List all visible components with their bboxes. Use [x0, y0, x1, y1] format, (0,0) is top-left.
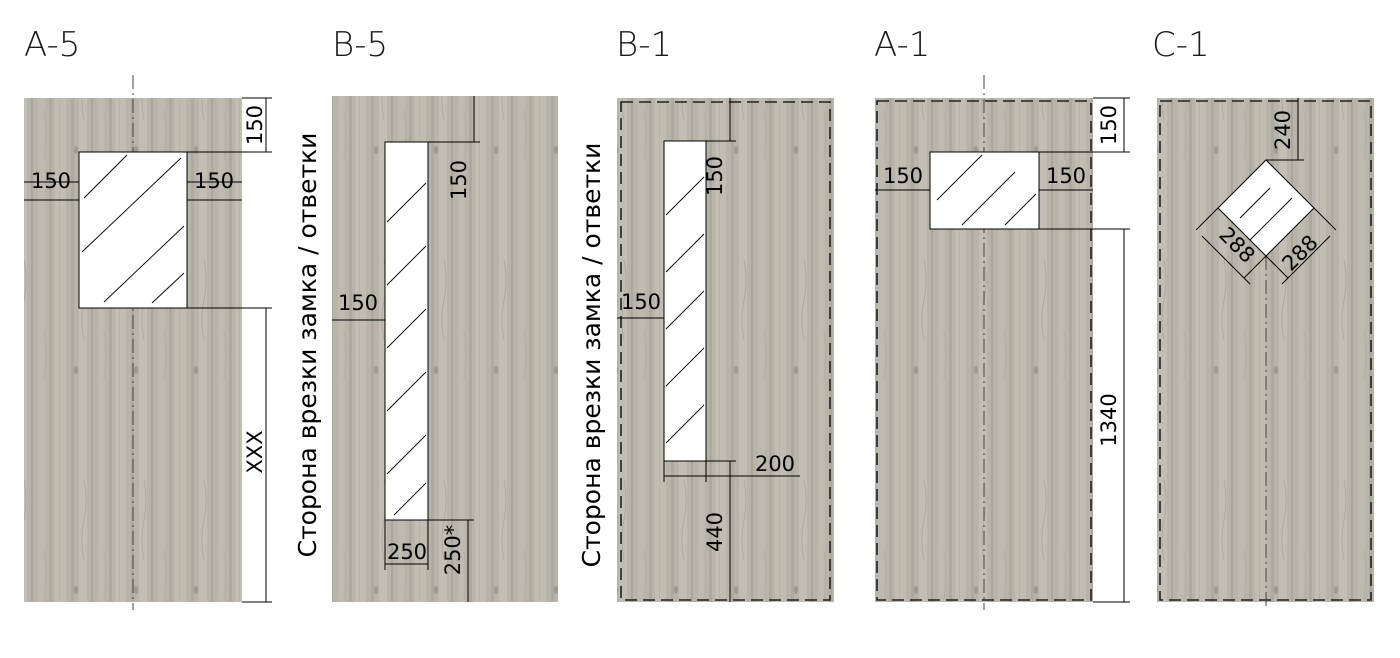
door-b1-dim-bottom: 440	[703, 512, 727, 552]
door-a5-dimensions	[24, 97, 272, 603]
door-c1: C-1 240 288 288	[1152, 25, 1374, 610]
door-b1-panel	[617, 98, 834, 602]
door-b5-panel	[332, 96, 558, 602]
door-a1-dim-left: 150	[883, 164, 923, 188]
door-a5-title: A-5	[24, 25, 80, 65]
door-b5: B-5 Сторона врезки замка / ответки 150 1…	[293, 25, 558, 602]
door-a1-glass-hatch	[936, 154, 1037, 226]
door-a5: A-5 150 150 150 XXX	[24, 25, 272, 610]
door-a5-glass	[78, 151, 188, 309]
door-b5-dim-left: 150	[338, 291, 378, 315]
door-b5-glass-hatch	[386, 182, 427, 516]
door-b5-glass	[384, 141, 429, 521]
door-b1-dim-left: 150	[621, 290, 661, 314]
door-b1-dimensions	[617, 98, 800, 602]
door-b5-lock-side-label: Сторона врезки замка / ответки	[293, 133, 322, 558]
door-a5-dim-right: 150	[194, 169, 234, 193]
door-a1-dim-top: 150	[1097, 105, 1121, 145]
door-a5-dim-left: 150	[31, 169, 71, 193]
door-b5-dim-top: 150	[447, 160, 471, 200]
door-b5-dimensions	[332, 96, 480, 602]
door-a1: A-1 150 150 150 1340	[874, 25, 1130, 610]
door-a5-dim-bottom: XXX	[243, 430, 267, 473]
door-c1-glass-hatch	[1239, 187, 1293, 241]
door-b1: B-1 Сторона врезки замка / ответки 150 1…	[577, 25, 834, 602]
door-b5-dim-width: 250	[387, 540, 427, 564]
door-a1-dimensions	[875, 97, 1130, 603]
door-b1-lock-side-label: Сторона врезки замка / ответки	[577, 143, 606, 568]
door-b1-dim-width: 200	[755, 452, 795, 476]
door-b1-title: B-1	[616, 25, 672, 65]
door-c1-dim-top: 240	[1271, 110, 1295, 150]
door-b1-frame-outline	[620, 101, 831, 601]
door-b1-dim-top: 150	[703, 156, 727, 196]
door-a1-dim-bottom: 1340	[1097, 393, 1121, 446]
door-b5-title: B-5	[332, 25, 388, 65]
door-b5-dim-bottom: 250*	[441, 525, 465, 576]
door-a1-dim-right: 150	[1046, 164, 1086, 188]
door-a1-title: A-1	[874, 25, 930, 65]
door-a5-dim-top: 150	[243, 105, 267, 145]
door-a1-frame-outline	[876, 100, 1092, 601]
door-a1-glass	[929, 151, 1040, 230]
door-b1-glass-hatch	[665, 176, 705, 444]
door-b1-glass	[663, 140, 707, 462]
door-c1-title: C-1	[1152, 25, 1210, 65]
door-a5-glass-hatch	[81, 154, 185, 304]
door-c1-dimensions	[1195, 98, 1337, 285]
